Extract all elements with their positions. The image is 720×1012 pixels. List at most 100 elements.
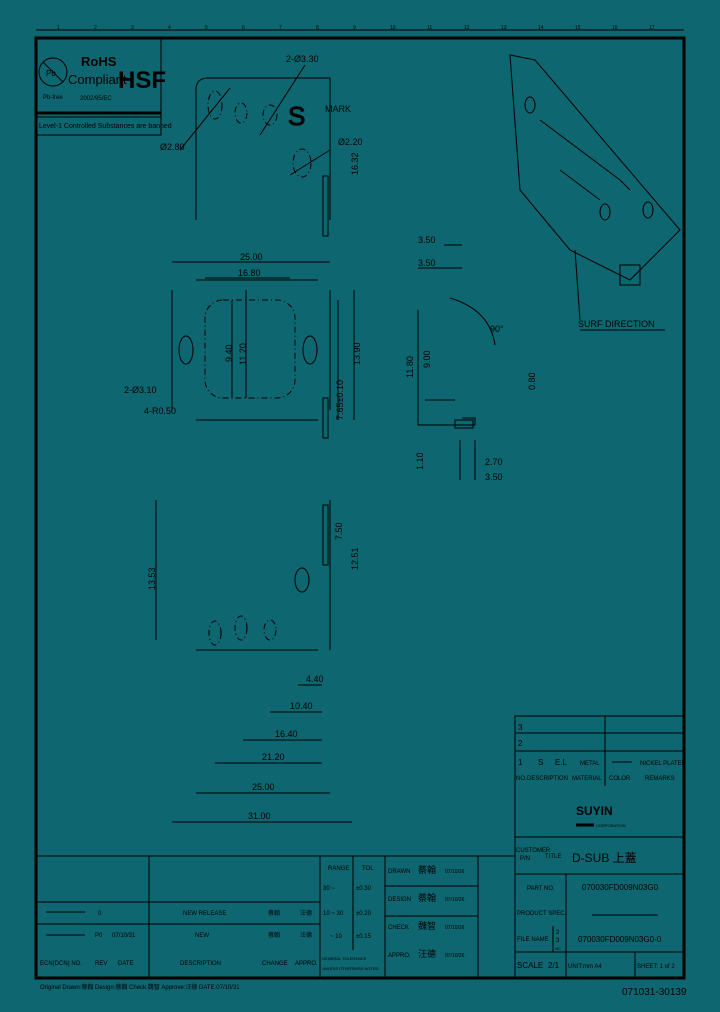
top-view: S Ø2.80 2-Ø3.30 MARK Ø2.20 16.32 (160, 54, 363, 237)
parts-table: 3 2 1 S E.L METAL NICKEL PLATED NO. DESC… (514, 715, 687, 979)
dim: 21.20 (262, 752, 285, 762)
signoff-name: 魏智 (418, 920, 436, 931)
file-name-value: 070030FD009N03G0-0 (578, 935, 662, 944)
dim: 3.50 (418, 235, 436, 245)
hsf-label: HSF (118, 67, 166, 94)
header: COLOR (609, 776, 631, 782)
header: NO. (516, 776, 527, 782)
file-flag: 3 (556, 938, 560, 944)
title-value: D-SUB 上蓋 (572, 851, 637, 865)
ruler-number: 11 (427, 25, 432, 31)
cell: 汪德 (300, 909, 312, 917)
tol-header: TOL (362, 866, 374, 872)
dim: 11.20 (238, 343, 248, 365)
cell: NICKEL PLATED (640, 761, 687, 767)
header: MATERIAL (572, 776, 602, 782)
tol-header: RANGE (328, 866, 349, 872)
signoff-role: DESIGN (388, 897, 411, 903)
ruler-number: 17 (649, 25, 655, 31)
ruler-number: 7 (279, 25, 282, 31)
rohs-banner: Level-1 Controlled Substances are banned (39, 123, 172, 130)
ruler-number: 12 (464, 25, 470, 31)
dim: 12.51 (350, 547, 360, 570)
rohs-directive: 2002/95/EC (80, 96, 112, 102)
scale-value: 2/1 (548, 961, 560, 970)
cell: P0 (95, 933, 103, 939)
ruler-number: 10 (390, 25, 396, 31)
part-no-value: 070030FD009N03G0 (582, 883, 659, 892)
signoff-name: 蔡翰 (418, 864, 436, 875)
signoff-date: 07/10/26 (445, 925, 465, 931)
signoff-date: 07/10/26 (445, 897, 465, 903)
isometric-view: SURF DIRECTION (509, 54, 681, 331)
tol-note: UNLESS OTHERWISE NOTED (322, 966, 378, 971)
header: DESCRIPTION (180, 961, 221, 967)
dim: 2-Ø3.10 (124, 385, 157, 395)
dim: 4.40 (306, 674, 324, 684)
header: APPRO. (295, 961, 318, 967)
company-sub: CORPORATION (596, 823, 626, 828)
dim: 16.80 (238, 268, 261, 278)
signoff-name: 蔡翰 (418, 892, 436, 903)
cell: S (538, 758, 543, 767)
part-no-label: PART NO. (527, 886, 555, 892)
customer-label: CUSTOMER (516, 848, 551, 854)
dim: 16.40 (275, 729, 298, 739)
ruler-number: 2 (94, 25, 97, 31)
dim: 25.00 (240, 252, 263, 262)
signoff-name: 汪德 (418, 948, 436, 959)
dim: 7.65±0.10 (335, 380, 345, 420)
signoff-date: 07/10/26 (445, 869, 465, 875)
bottom-view: 13.53 7.50 12.51 4.40 10.40 16.40 21.20 … (147, 500, 360, 823)
file-flag: NC (555, 946, 561, 951)
dim: Ø2.20 (338, 137, 363, 147)
customer-label: P/N (520, 856, 530, 862)
dim: 16.32 (350, 152, 360, 175)
cell: 0 (98, 911, 102, 917)
cell: NEW (195, 933, 209, 939)
ruler-number: 8 (316, 25, 319, 31)
cell: 蔡翰 (268, 909, 280, 917)
header: DATE (118, 961, 134, 967)
ruler-number: 16 (612, 25, 618, 31)
dim: 11.80 (405, 356, 415, 378)
file-name-label: FILE NAME (517, 937, 549, 943)
title-label: TITLE (545, 854, 561, 860)
dim: 10.40 (290, 701, 313, 711)
doc-number: 071031-30139 (622, 987, 687, 998)
dim: 7.50 (334, 522, 344, 540)
s-mark-icon: S (288, 101, 305, 131)
tol-cell: 10 ~ 30 (323, 911, 344, 917)
surf-direction-label: SURF DIRECTION (578, 319, 655, 329)
ruler-number: 9 (353, 25, 356, 31)
footer-note: Original Drawn:蔡翰 Design:蔡翰 Check:魏智 App… (40, 983, 240, 991)
dim: 90° (490, 324, 504, 334)
signoff-role: CHECK (388, 925, 409, 931)
rohs-compliant: Compliant (68, 72, 127, 87)
ruler-number: 3 (131, 25, 134, 31)
sheet-label: SHEET: 1 of 2 (637, 964, 675, 970)
dim: 9.00 (422, 350, 432, 368)
header: CHANGE (262, 961, 288, 967)
tol-cell: ±0.20 (356, 911, 372, 917)
front-view: 25.00 16.80 9.40 11.20 2-Ø3.10 4-R0.50 7… (124, 252, 362, 439)
dim: 3.50 (418, 258, 436, 268)
product-spec-label: PRODUCT SPEC. (517, 911, 567, 917)
dim: MARK (325, 104, 351, 114)
ruler-number: 13 (501, 25, 507, 31)
ruler-number: 6 (242, 25, 245, 31)
dim: 9.40 (224, 344, 234, 362)
ruler-number: 1 (57, 25, 60, 31)
ruler-number: 15 (575, 25, 581, 31)
rohs-title: RoHS (81, 54, 117, 69)
cell: 蔡翰 (268, 931, 280, 939)
cell: 07/10/31 (112, 933, 136, 939)
revision-block: 0 NEW RELEASE 蔡翰 汪德 P0 07/10/31 NEW 蔡翰 汪… (36, 855, 516, 979)
cell: 2 (518, 739, 523, 748)
dim: 25.00 (252, 782, 275, 792)
cell: NEW RELEASE (183, 911, 226, 917)
header: REV (95, 961, 107, 967)
file-flag: 2 (556, 930, 560, 936)
